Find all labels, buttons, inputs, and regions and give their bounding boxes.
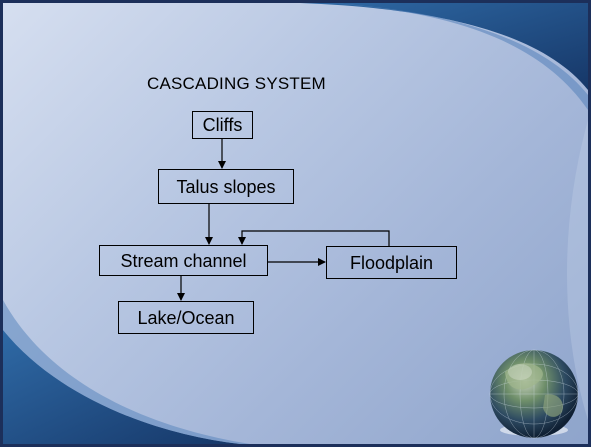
top-swoosh: [300, 3, 588, 90]
arrow-floodplain-to-stream: [238, 230, 390, 246]
node-floodplain-label: Floodplain: [349, 252, 434, 273]
node-floodplain: Floodplain: [326, 246, 457, 279]
node-stream-channel-label: Stream channel: [120, 250, 247, 271]
node-lake-ocean: Lake/Ocean: [118, 301, 254, 334]
node-talus-slopes-label: Talus slopes: [176, 176, 276, 197]
node-cliffs: Cliffs: [192, 111, 253, 139]
node-talus-slopes: Talus slopes: [158, 169, 294, 204]
node-stream-channel: Stream channel: [99, 245, 268, 276]
bottom-swoosh: [3, 330, 240, 444]
node-cliffs-label: Cliffs: [202, 115, 243, 135]
diagram-title: CASCADING SYSTEM: [147, 74, 326, 93]
node-lake-ocean-label: Lake/Ocean: [137, 307, 235, 328]
